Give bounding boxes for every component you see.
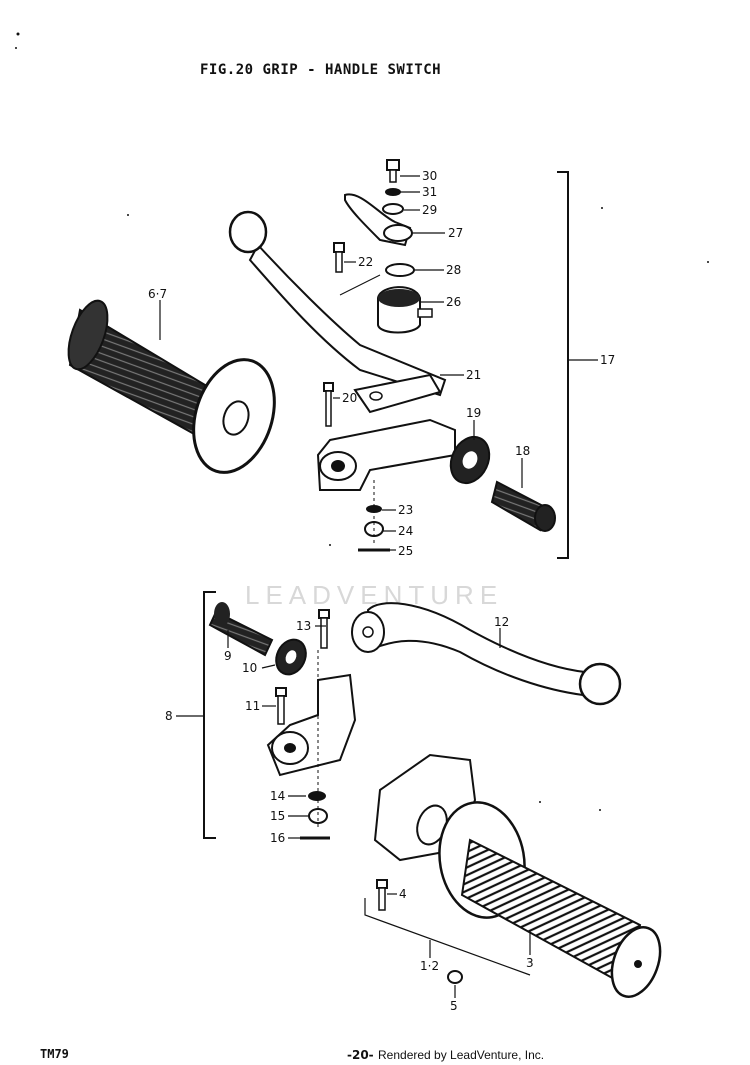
callout-4: 4 [399, 887, 407, 901]
callout-25: 25 [398, 544, 413, 558]
callout-14: 14 [270, 789, 285, 803]
callout-12: 12 [494, 615, 509, 629]
callout-22: 22 [358, 255, 373, 269]
lower-perch-parts [208, 602, 357, 840]
watermark-text: LEADVENTURE [245, 580, 504, 610]
figure-title: FIG.20 GRIP - HANDLE SWITCH [200, 62, 442, 78]
callout-labels: 30 31 29 27 22 28 26 21 17 20 6·7 19 18 … [148, 169, 615, 1013]
callout-20: 20 [342, 391, 357, 405]
model-code: TM79 [40, 1047, 69, 1061]
leader-lines [159, 175, 531, 998]
callout-28: 28 [446, 263, 461, 277]
lower-lever [351, 602, 622, 706]
callout-30: 30 [422, 169, 437, 183]
bracket-17 [557, 171, 569, 559]
callout-18: 18 [515, 444, 530, 458]
callout-19: 19 [466, 406, 481, 420]
callout-26: 26 [446, 295, 461, 309]
callout-17: 17 [600, 353, 615, 367]
callout-13: 13 [296, 619, 311, 633]
callout-27: 27 [448, 226, 463, 240]
upper-lever [228, 210, 447, 414]
callout-23: 23 [398, 503, 413, 517]
scan-specks [15, 32, 709, 811]
callout-24: 24 [398, 524, 413, 538]
callout-6-7: 6·7 [148, 287, 167, 301]
callout-11: 11 [245, 699, 260, 713]
left-grip [67, 299, 276, 474]
right-grip [364, 801, 662, 998]
callout-31: 31 [422, 185, 437, 199]
callout-16: 16 [270, 831, 285, 845]
callout-21: 21 [466, 368, 481, 382]
callout-29: 29 [422, 203, 437, 217]
callout-15: 15 [270, 809, 285, 823]
callout-3: 3 [526, 956, 534, 970]
callout-9: 9 [224, 649, 232, 663]
bracket-8 [203, 591, 216, 839]
rendered-by-credit: Rendered by LeadVenture, Inc. [378, 1048, 545, 1062]
callout-10: 10 [242, 661, 257, 675]
callout-1-2: 1·2 [420, 959, 439, 973]
callout-5: 5 [450, 999, 458, 1013]
page-number: -20- [347, 1048, 374, 1062]
upper-perch [316, 382, 556, 552]
callout-8: 8 [165, 709, 173, 723]
upper-switch-parts [333, 159, 433, 334]
